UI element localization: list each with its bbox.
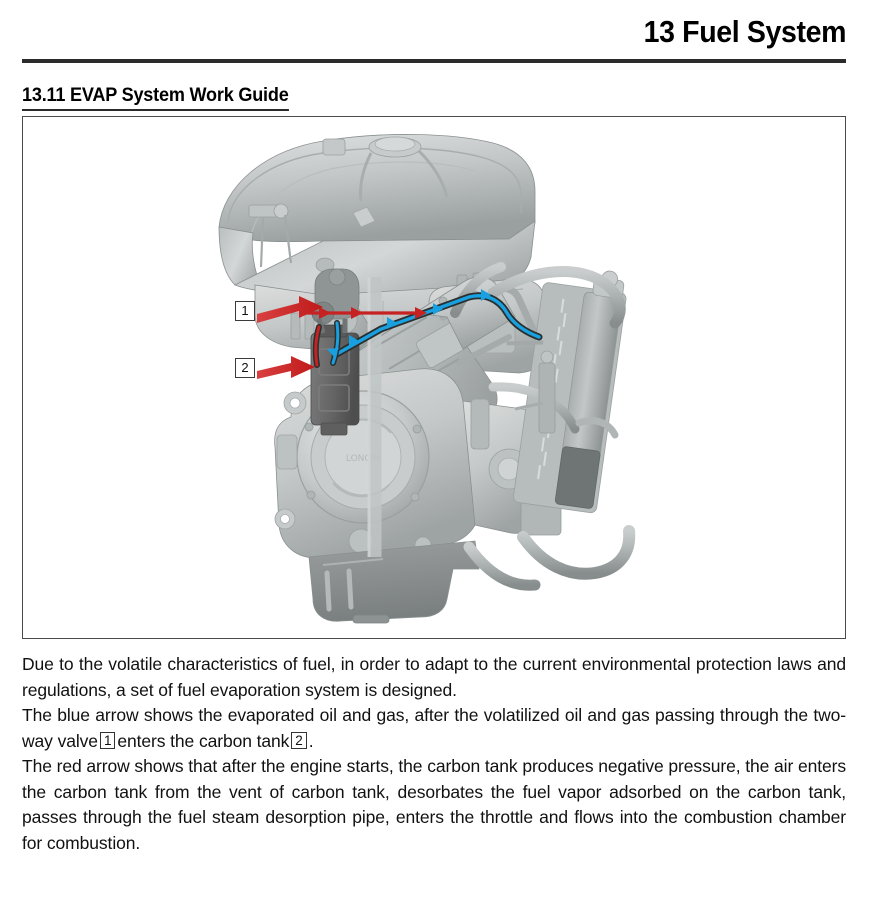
paragraph-red-arrow: The red arrow shows that after the engin… [22,756,846,853]
paragraph-blue-arrow-part2: enters the carbon tank [117,730,290,751]
svg-text:LONCIN: LONCIN [346,454,380,464]
paragraph-intro: Due to the volatile characteristics of f… [22,654,846,700]
chapter-title: 13 Fuel System [643,14,846,49]
figure-callout-1: 1 [235,301,255,321]
callout-leader-arrows [257,296,323,379]
paragraph-blue-arrow: The blue arrow shows the evaporated oil … [22,703,846,754]
inline-callout-2: 2 [291,732,307,749]
header-rule [22,59,846,63]
inline-callout-1: 1 [99,732,116,749]
page-header: 13 Fuel System [22,14,846,50]
figure-frame: LONCIN [22,116,846,639]
paragraph-blue-arrow-part3: . [308,730,314,751]
engine-illustration: LONCIN [23,117,845,638]
figure-callout-2: 2 [235,358,255,378]
paragraph-blue-arrow-part1: The blue arrow shows the evaporated oil … [22,705,846,751]
figure-content: LONCIN [23,117,845,638]
section-heading: 13.11 EVAP System Work Guide [22,85,289,111]
body-text: Due to the volatile characteristics of f… [22,652,846,856]
